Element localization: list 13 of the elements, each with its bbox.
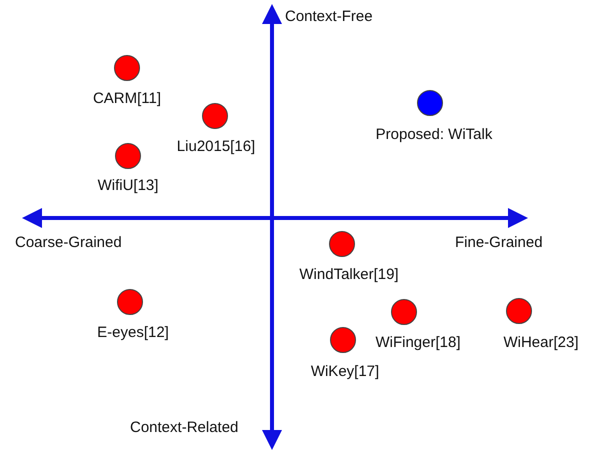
point-label: WiKey[17]	[310, 363, 380, 380]
axis-label: Fine-Grained	[455, 234, 543, 251]
point-label: CARM[11]	[92, 90, 162, 107]
point-label: WiFinger[18]	[375, 334, 461, 351]
point-label: Proposed: WiTalk	[376, 126, 492, 143]
axis-label: Context-Free	[285, 8, 373, 25]
axis-label: Context-Related	[130, 419, 238, 436]
point-label: WifiU[13]	[98, 177, 158, 194]
point-label: E-eyes[12]	[97, 324, 169, 341]
point-label: WiHear[23]	[503, 334, 579, 351]
axis-label: Coarse-Grained	[15, 234, 122, 251]
point-label: WindTalker[19]	[299, 266, 399, 283]
point-label: Liu2015[16]	[176, 138, 256, 155]
